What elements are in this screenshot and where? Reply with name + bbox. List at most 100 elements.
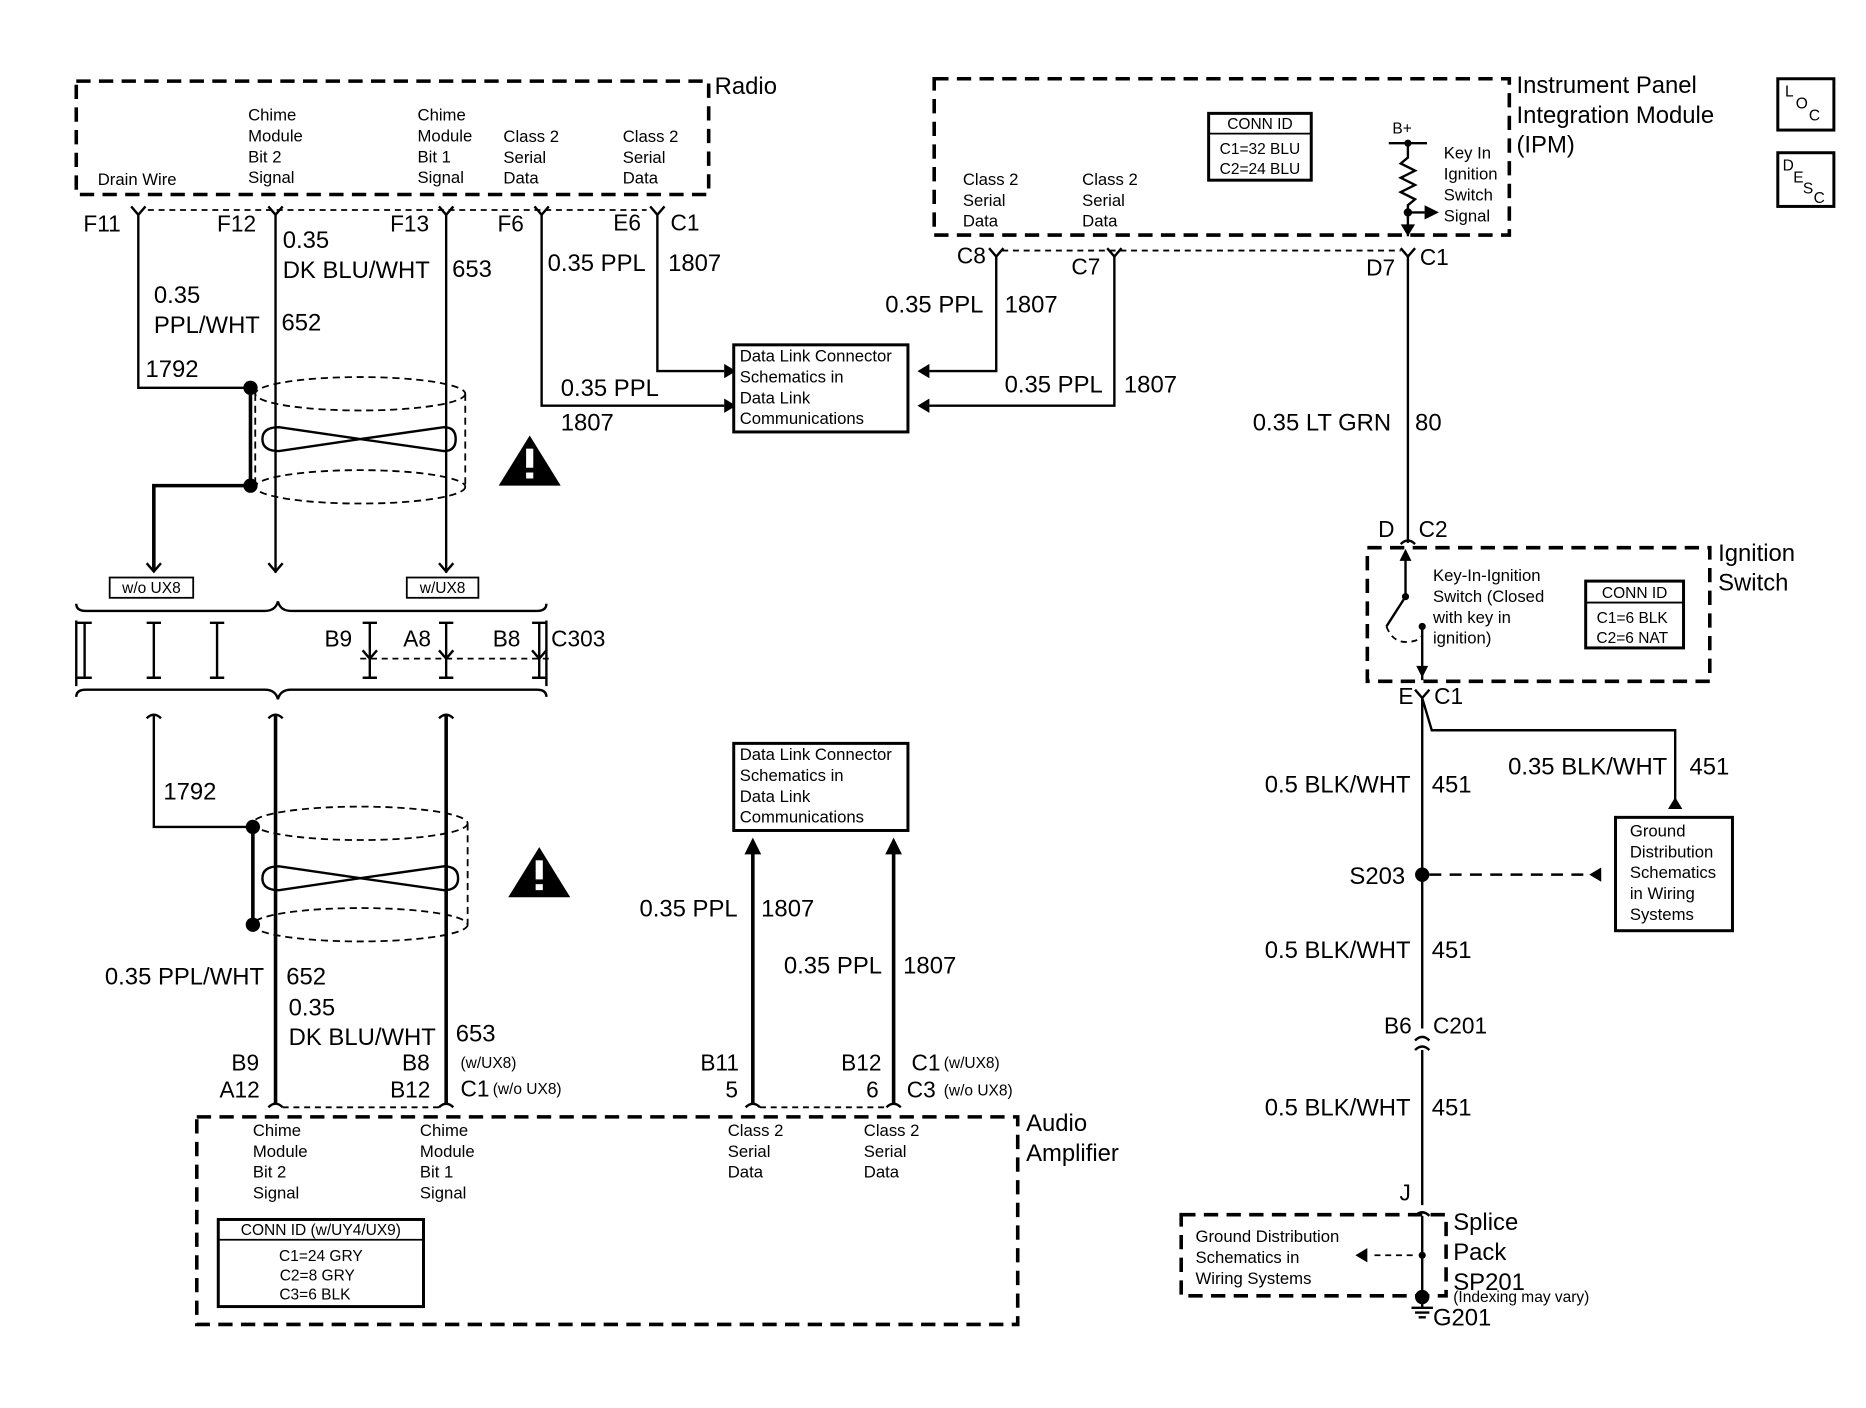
wire-gauge: 0.35 PPL: [561, 375, 659, 402]
splice-note: (Indexing may vary): [1453, 1289, 1589, 1306]
svg-text:O: O: [1796, 96, 1808, 113]
connector-label: C1: [460, 1076, 489, 1102]
pin-label: B8: [402, 1049, 430, 1075]
connector-label: C2: [1419, 516, 1448, 542]
pin-label: J: [1400, 1179, 1411, 1205]
connector-label: C1: [912, 1049, 941, 1075]
pin-label: D: [1378, 516, 1394, 542]
ground-circuit: 0.5 BLK/WHT 451 0.35 BLK/WHT 451 S203 0.…: [1265, 697, 1730, 1217]
option-note: (w/UX8): [944, 1055, 1000, 1072]
wire-gauge: 0.5 BLK/WHT: [1265, 937, 1411, 964]
option-note: (w/o UX8): [944, 1082, 1013, 1099]
circuit-number: 652: [286, 963, 326, 990]
circuit-number: 652: [282, 310, 322, 337]
pin-label: B6: [1384, 1012, 1412, 1038]
pin-label: A8: [403, 626, 431, 652]
wire-gauge: 0.35 PPL: [548, 250, 646, 277]
pin-label: E6: [613, 209, 641, 235]
radio-pin-drain: Drain Wire: [98, 170, 177, 189]
svg-text:L: L: [1785, 84, 1794, 101]
ignition-conn-id-header: CONN ID: [1602, 585, 1667, 602]
connector-label: C303: [551, 626, 605, 652]
circuit-number: 1807: [903, 953, 956, 980]
pin-label: F13: [390, 210, 429, 236]
option-w-ux8: w/UX8: [419, 580, 466, 597]
twisted-pair-shield-top: [145, 376, 467, 574]
pin-label: F12: [217, 210, 256, 236]
ipm-conn-id-c1: C1=32 BLU: [1220, 141, 1301, 158]
circuit-number: 451: [1432, 937, 1472, 964]
pin-label: 6: [866, 1077, 879, 1103]
circuit-number: 1807: [668, 250, 721, 277]
circuit-number: 1792: [145, 356, 198, 383]
connector-label: C201: [1433, 1012, 1487, 1038]
pin-label: C7: [1071, 253, 1100, 279]
wire-gauge: 0.35 BLK/WHT: [1508, 753, 1668, 780]
wire-gauge: 0.35 LT GRN: [1253, 410, 1391, 437]
wire-gauge: 0.35 PPL: [639, 895, 737, 922]
wire-gauge: 0.35 PPL: [1005, 372, 1103, 399]
circuit-number: 1807: [761, 895, 814, 922]
connector-label: C1: [670, 209, 699, 235]
wire-gauge: 0.35 PPL/WHT: [105, 963, 265, 990]
circuit-number: 451: [1432, 771, 1472, 798]
ignition-conn-id-c1: C1=6 BLK: [1597, 610, 1669, 627]
pin-label: F6: [497, 210, 523, 236]
pin-label: B11: [700, 1049, 739, 1075]
desc-icon[interactable]: D E S C: [1776, 151, 1836, 208]
connector-label: C1: [1420, 244, 1449, 270]
wire-gauge: 0.35 PPL: [784, 953, 882, 980]
pin-label: B8: [493, 626, 521, 652]
circuit-number: 451: [1690, 753, 1730, 780]
amp-conn-id-c3: C3=6 BLK: [279, 1286, 351, 1303]
wire-gauge: 0.5 BLK/WHT: [1265, 771, 1411, 798]
svg-text:S: S: [1803, 180, 1813, 197]
ipm-conn-id-header: CONN ID: [1227, 116, 1292, 133]
loc-icon[interactable]: L O C: [1776, 77, 1836, 132]
caution-icon: [508, 847, 571, 898]
splice-label: S203: [1349, 863, 1405, 890]
option-wo-ux8: w/o UX8: [121, 580, 181, 597]
wire-gauge: 0.5 BLK/WHT: [1265, 1095, 1411, 1122]
pin-label: F11: [83, 210, 120, 236]
amp-conn-id-header: CONN ID (w/UY4/UX9): [241, 1222, 401, 1239]
amp-conn-id-c1: C1=24 GRY: [279, 1248, 363, 1265]
radio-connector-labels: F11 F12 F13 F6 E6 C1: [83, 209, 699, 236]
pin-label: A12: [219, 1077, 259, 1103]
pin-label: D7: [1366, 255, 1395, 281]
pin-label: B9: [324, 626, 352, 652]
circuit-number: 1807: [1005, 292, 1058, 319]
svg-text:C: C: [1814, 190, 1825, 207]
circuit-number: 451: [1432, 1095, 1472, 1122]
pin-label: B12: [841, 1049, 881, 1075]
wire-gauge: 0.35 PPL: [885, 292, 983, 319]
connector-label: C3: [907, 1077, 936, 1103]
key-signal-circuit: 0.35 LT GRN 80 D C2: [1253, 256, 1448, 545]
